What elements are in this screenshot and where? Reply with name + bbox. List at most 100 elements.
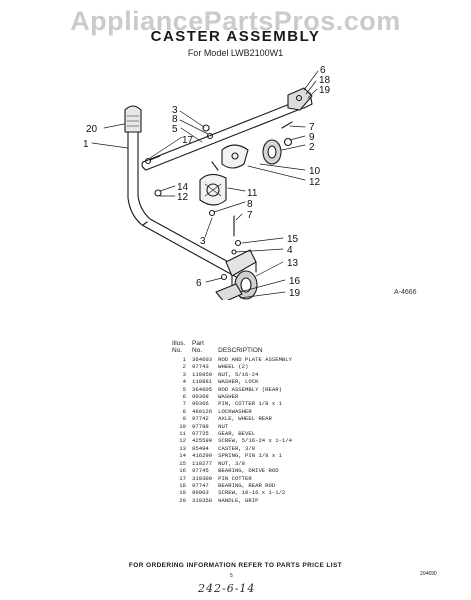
illus-no-cell: 7 xyxy=(182,400,186,408)
illus-no-cell: 11 xyxy=(179,430,186,438)
callout-label: 6 xyxy=(320,65,326,76)
part-no-cell: 319358 xyxy=(192,496,213,504)
illus-no-cell: 16 xyxy=(179,467,186,475)
part-no-cell: 110277 xyxy=(192,459,213,467)
description-cell: ROD AND PLATE ASSEMBLY xyxy=(218,356,293,363)
table-row: 13 85494 CASTER, 3/8 xyxy=(172,445,298,452)
ordering-note: FOR ORDERING INFORMATION REFER TO PARTS … xyxy=(128,562,343,569)
illus-no-cell: 1 xyxy=(182,356,186,363)
part-no-cell: 97725 xyxy=(192,430,209,438)
part-no-cell: 90366 xyxy=(192,400,209,408)
description-cell: SPRING, PIN 1/8 x 1 xyxy=(218,452,282,460)
part-no-cell: 90903 xyxy=(192,489,209,497)
callout-label: 7 xyxy=(309,122,315,133)
description-cell: BEARING, REAR ROD xyxy=(218,481,276,489)
callout-label: 3 xyxy=(200,236,206,247)
callout-label: 20 xyxy=(86,124,98,135)
part-no-cell: 97742 xyxy=(192,415,209,423)
table-row: 7 90366 PIN, COTTER 1/8 x 1 xyxy=(172,400,298,407)
illus-no-cell: 3 xyxy=(182,370,186,378)
header-illus-label: Illus. xyxy=(172,340,186,347)
callout-numbers: 6 18 19 3 8 5 17 20 1 7 9 2 10 12 14 12 … xyxy=(83,65,331,299)
illus-no-cell: 15 xyxy=(179,459,186,467)
illus-no-cell: 9 xyxy=(182,415,186,423)
table-row: 15 110277 NUT, 3/8 xyxy=(172,460,298,467)
part-no-cell: 489126 xyxy=(192,407,213,415)
illus-no-cell: 19 xyxy=(179,489,186,497)
illus-no-cell: 4 xyxy=(182,378,186,386)
table-row: 16 97745 BEARING, DRIVE ROD xyxy=(172,467,298,474)
description-cell: ROD ASSEMBLY (REAR) xyxy=(218,385,282,393)
callout-label: 12 xyxy=(309,177,321,188)
description-cell: CASTER, 3/8 xyxy=(218,444,256,452)
part-no-cell: 416299 xyxy=(192,452,213,460)
callout-label: 9 xyxy=(309,132,315,143)
header-part-no-label: No. xyxy=(192,347,203,354)
illus-no-cell: 2 xyxy=(182,363,186,371)
description-cell: SCREW, 10-16 x 1-1/2 xyxy=(218,489,286,497)
table-row: 2 97743 WHEEL (2) xyxy=(172,363,298,370)
table-row: 14 416299 SPRING, PIN 1/8 x 1 xyxy=(172,452,298,459)
part-no-cell: 97745 xyxy=(192,467,209,475)
callout-label: 19 xyxy=(289,288,301,299)
table-row: 19 90903 SCREW, 10-16 x 1-1/2 xyxy=(172,489,298,496)
description-cell: AXLE, WHEEL REAR xyxy=(218,415,272,423)
part-no-cell: 110950 xyxy=(192,370,213,378)
callout-label: 5 xyxy=(172,124,178,135)
callout-label: 14 xyxy=(177,182,189,193)
illus-no-cell: 13 xyxy=(179,444,186,452)
description-cell: PIN COTTER xyxy=(218,474,252,482)
caster-bracket xyxy=(225,249,257,287)
description-cell: HANDLE, GRIP xyxy=(218,496,259,504)
callout-label: 3 xyxy=(172,105,178,116)
description-cell: GEAR, BEVEL xyxy=(218,430,256,438)
description-cell: NUT, 5/16-24 xyxy=(218,370,259,378)
illus-no-cell: 12 xyxy=(179,437,186,445)
part-no-cell: 364605 xyxy=(192,385,213,393)
callout-label: 15 xyxy=(287,234,299,245)
callout-label: 6 xyxy=(196,278,202,289)
illus-no-cell: 17 xyxy=(179,474,186,482)
header-part-label: Part xyxy=(192,340,204,347)
part-no-cell: 319309 xyxy=(192,474,213,482)
callout-label: 18 xyxy=(319,75,331,86)
page-title: CASTER ASSEMBLY xyxy=(150,28,321,45)
description-cell: WHEEL (2) xyxy=(218,363,249,371)
illus-no-cell: 14 xyxy=(179,452,186,460)
callout-label: 19 xyxy=(319,85,331,96)
rod-bracket xyxy=(221,144,249,169)
callout-label: 8 xyxy=(247,199,253,210)
site-watermark: AppliancePartsPros.com xyxy=(70,6,401,36)
table-row: 3 110950 NUT, 5/16-24 xyxy=(172,371,298,378)
exploded-view-diagram: 6 18 19 3 8 5 17 20 1 7 9 2 10 12 14 12 … xyxy=(83,65,331,300)
header-description: DESCRIPTION xyxy=(218,347,263,354)
rear-wheel xyxy=(262,139,282,165)
header-part-no: Part No. xyxy=(192,340,218,356)
model-subtitle: For Model LWB2100W1 xyxy=(187,48,284,58)
part-no-cell: 97743 xyxy=(192,363,209,371)
page-number: 5 xyxy=(230,573,233,579)
callout-label: 11 xyxy=(247,188,258,199)
description-cell: PIN, COTTER 1/8 x 1 xyxy=(218,400,282,408)
handle-grip xyxy=(124,105,142,133)
document-code: 204690 xyxy=(420,571,437,577)
description-cell: NUT, 3/8 xyxy=(218,459,246,467)
part-no-cell: 85494 xyxy=(192,444,209,452)
description-cell: BEARING, DRIVE ROD xyxy=(218,467,279,475)
header-illus-no-label: No. xyxy=(172,347,183,354)
illus-no-cell: 8 xyxy=(182,407,186,415)
wheel-axle xyxy=(283,137,293,147)
description-cell: WASHER xyxy=(218,393,239,401)
callout-label: 12 xyxy=(177,192,189,203)
callout-leaders xyxy=(91,70,319,299)
table-row: 17 319309 PIN COTTER xyxy=(172,475,298,482)
part-no-cell: 110881 xyxy=(192,378,213,386)
